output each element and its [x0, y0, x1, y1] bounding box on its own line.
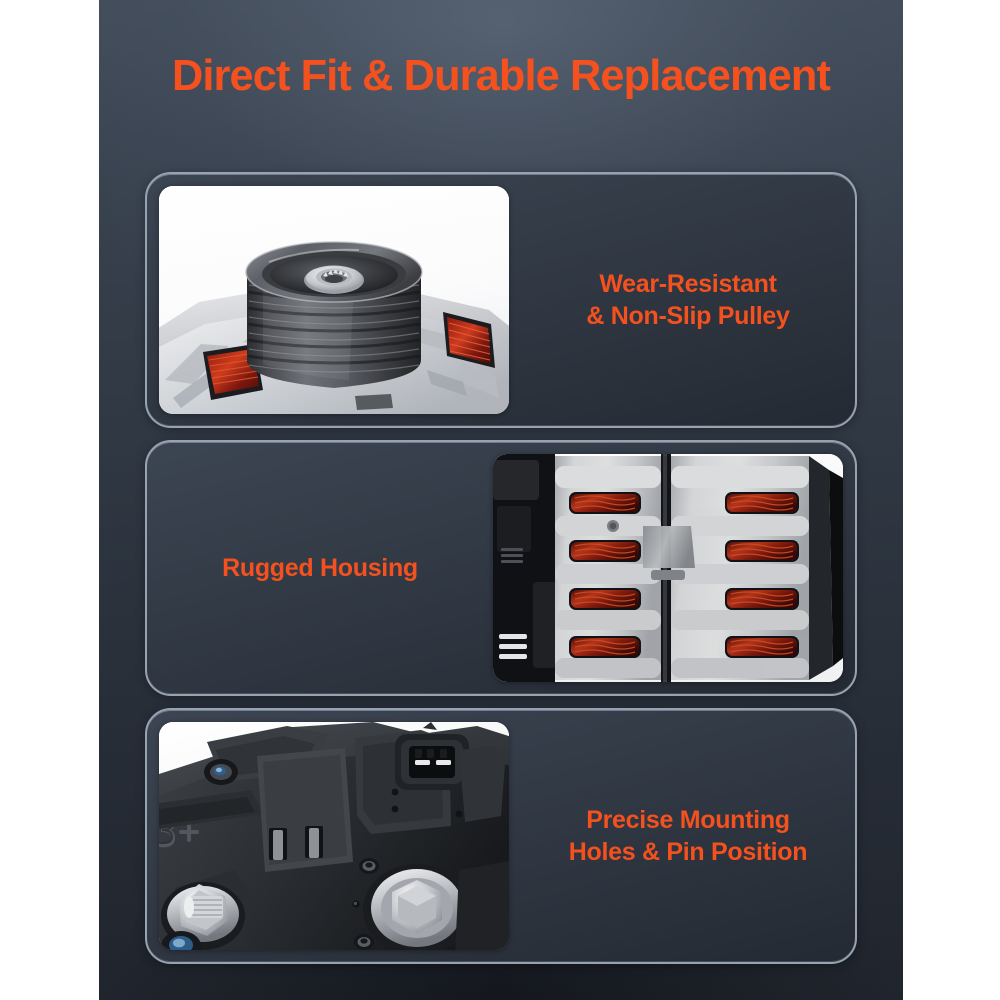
- panel-caption-area: Precise Mounting Holes & Pin Position: [521, 710, 855, 962]
- alternator-housing-photo: [493, 454, 843, 682]
- panel-caption-area: Wear-Resistant & Non-Slip Pulley: [521, 174, 855, 426]
- panel-layout: Wear-Resistant & Non-Slip Pulley: [147, 174, 855, 426]
- feature-caption-wear-resistant-pulley: Wear-Resistant & Non-Slip Pulley: [586, 270, 790, 330]
- feature-caption-precise-mounting: Precise Mounting Holes & Pin Position: [568, 806, 808, 866]
- pulley-illustration: [159, 186, 509, 414]
- panel-caption-area: Rugged Housing: [147, 442, 493, 694]
- feature-panel-wear-resistant-pulley: Wear-Resistant & Non-Slip Pulley: [145, 172, 857, 428]
- infographic-content: Direct Fit & Durable Replacement: [99, 0, 903, 1000]
- alternator-mounting-photo: [159, 722, 509, 950]
- feature-panel-precise-mounting: Precise Mounting Holes & Pin Position: [145, 708, 857, 964]
- mounting-illustration: [159, 722, 509, 950]
- panel-layout: Rugged Housing: [147, 442, 855, 694]
- housing-illustration: [493, 454, 843, 682]
- page-title: Direct Fit & Durable Replacement: [171, 51, 831, 100]
- alternator-pulley-photo: [159, 186, 509, 414]
- feature-caption-rugged-housing: Rugged Housing: [222, 554, 418, 582]
- feature-panel-rugged-housing: Rugged Housing: [145, 440, 857, 696]
- panel-layout: Precise Mounting Holes & Pin Position: [147, 710, 855, 962]
